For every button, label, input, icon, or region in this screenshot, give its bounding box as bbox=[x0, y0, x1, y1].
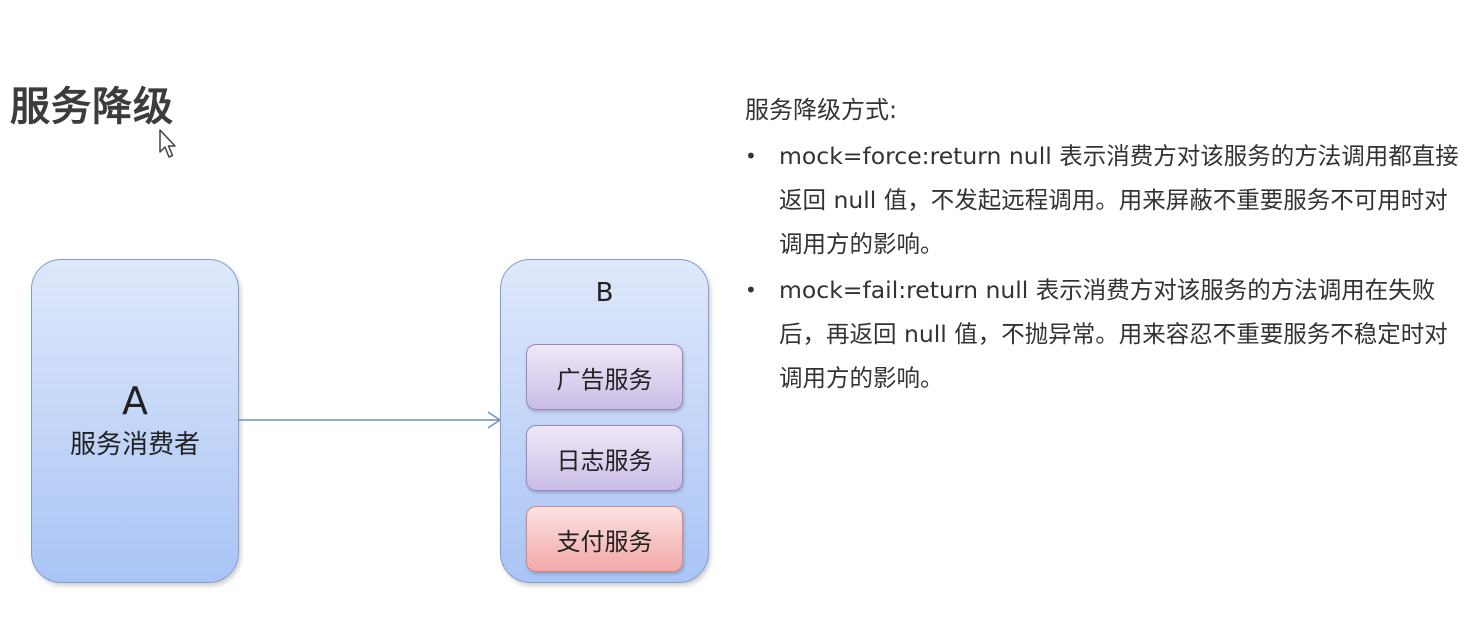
methods-list: • mock=force:return null 表示消费方对该服务的方法调用都… bbox=[745, 134, 1470, 400]
bullet-icon: • bbox=[745, 144, 757, 168]
consumer-letter: A bbox=[122, 378, 148, 423]
degradation-methods-panel: 服务降级方式: • mock=force:return null 表示消费方对该… bbox=[745, 90, 1470, 402]
bullet-icon: • bbox=[745, 278, 757, 302]
list-item-fail: • mock=fail:return null 表示消费方对该服务的方法调用在失… bbox=[745, 268, 1470, 400]
methods-heading: 服务降级方式: bbox=[745, 96, 898, 124]
service-box-ad: 广告服务 bbox=[526, 344, 683, 410]
page-title: 服务降级 bbox=[10, 84, 174, 130]
list-item-force: • mock=force:return null 表示消费方对该服务的方法调用都… bbox=[745, 134, 1470, 266]
mouse-cursor-icon bbox=[159, 129, 176, 158]
provider-node-b: B 广告服务 日志服务 支付服务 bbox=[500, 259, 709, 583]
service-box-log: 日志服务 bbox=[526, 425, 683, 491]
call-arrow bbox=[238, 411, 502, 429]
list-item-text: mock=fail:return null 表示消费方对该服务的方法调用在失败后… bbox=[779, 276, 1448, 392]
consumer-node-a: A 服务消费者 bbox=[31, 259, 239, 583]
provider-letter: B bbox=[595, 278, 614, 308]
list-item-text: mock=force:return null 表示消费方对该服务的方法调用都直接… bbox=[779, 142, 1459, 258]
consumer-label: 服务消费者 bbox=[69, 430, 200, 461]
service-box-payment: 支付服务 bbox=[526, 506, 683, 572]
service-degradation-diagram: A 服务消费者 B 广告服务 日志服务 支付服务 bbox=[0, 0, 740, 630]
